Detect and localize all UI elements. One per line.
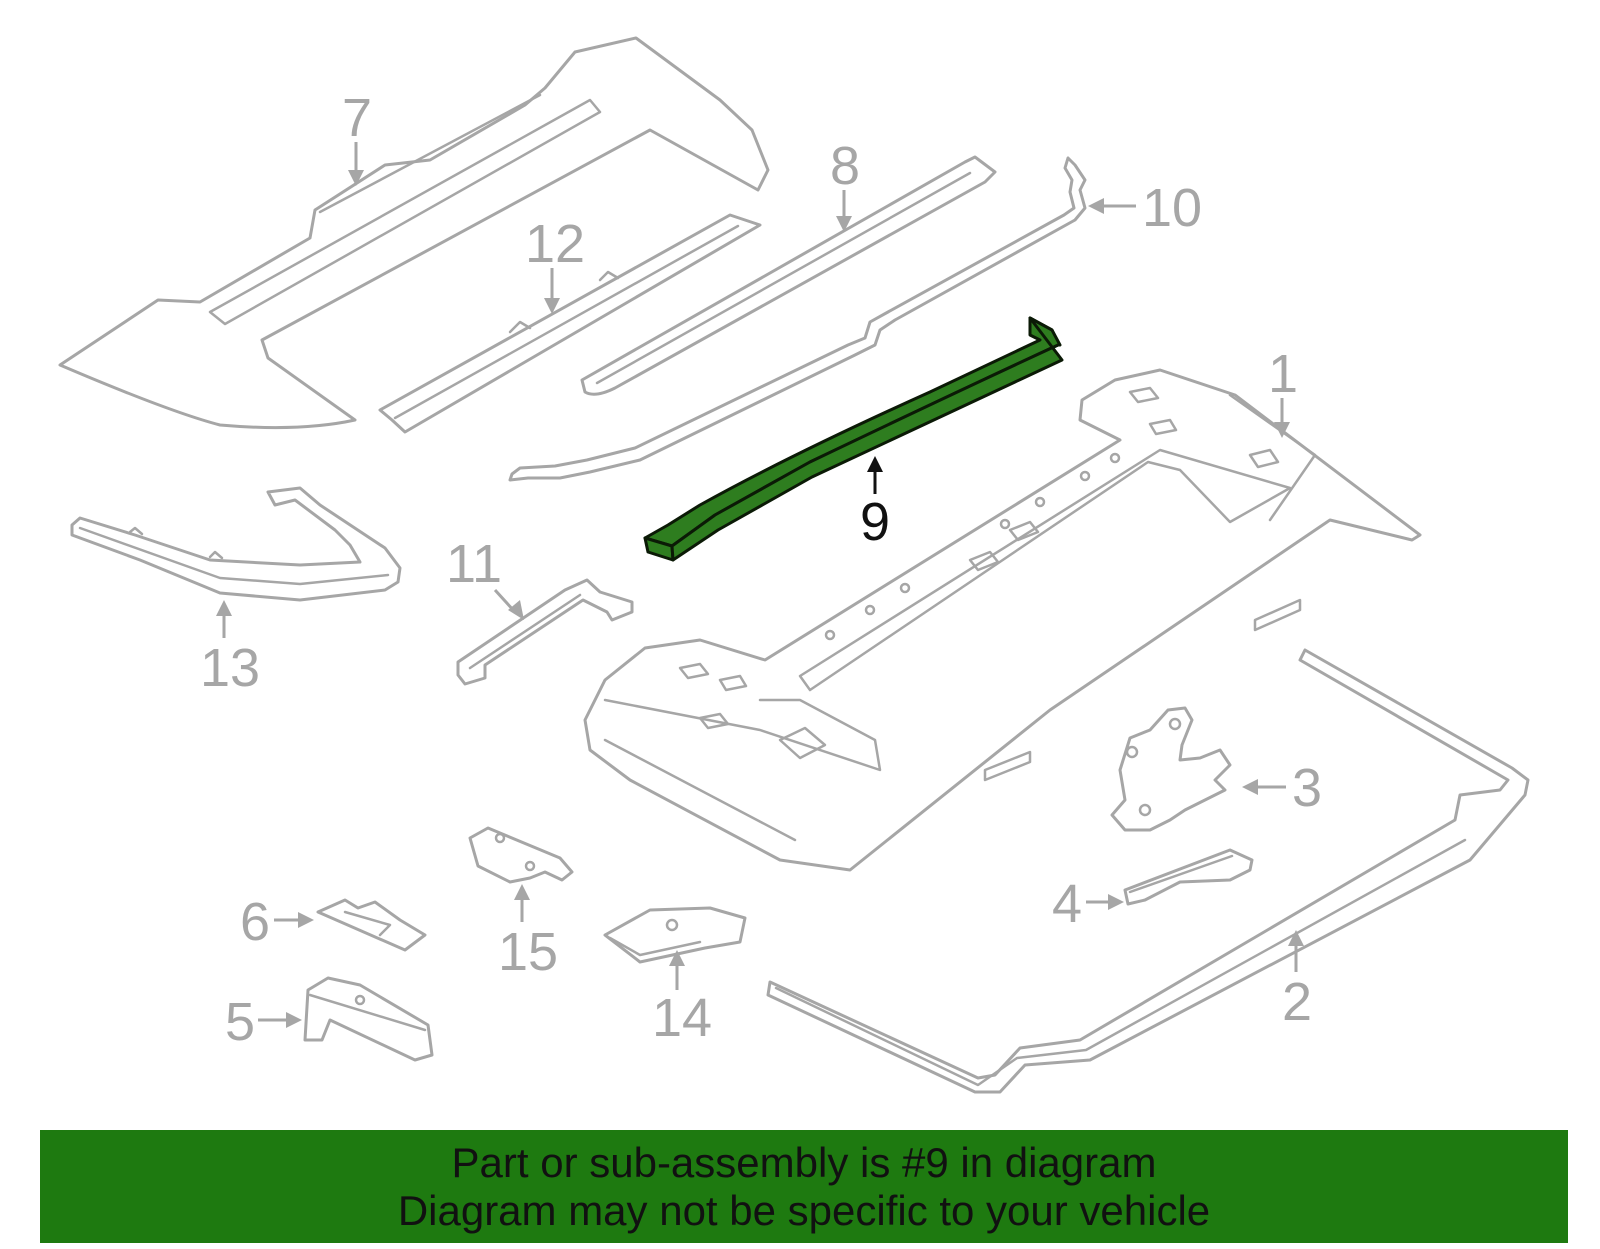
part-2-perimeter-seal: [766, 648, 1530, 1094]
callout-label-10: 10: [1142, 178, 1202, 238]
callout-14: 14: [652, 950, 712, 1048]
callout-label-5: 5: [225, 992, 255, 1052]
callout-label-11: 11: [446, 534, 502, 594]
callout-label-7: 7: [342, 88, 372, 148]
callout-label-14: 14: [652, 988, 712, 1048]
part-7-roof-panel: [58, 36, 770, 430]
part-12-front-rail: [378, 213, 762, 434]
part-8-seal-strip: [580, 155, 997, 396]
callout-4: 4: [1052, 874, 1124, 934]
callout-label-13: 13: [200, 638, 260, 698]
part-3-hinge-bracket: [1110, 706, 1232, 832]
callout-5: 5: [225, 992, 302, 1052]
callout-label-8: 8: [830, 136, 860, 196]
part-5-stop-bracket: [303, 976, 434, 1062]
part-10-gasket: [508, 156, 1087, 482]
callout-6: 6: [240, 892, 314, 952]
callout-3: 3: [1242, 758, 1322, 818]
part-15-bracket: [468, 826, 574, 884]
info-banner: Part or sub-assembly is #9 in diagram Di…: [40, 1130, 1568, 1243]
callout-label-9: 9: [860, 492, 890, 552]
part-11-bracket: [456, 578, 634, 686]
callout-label-4: 4: [1052, 874, 1082, 934]
part-9-highlighted-strip: [643, 316, 1064, 562]
parts-diagram: 7 8 10 12 1 9 11 13 3: [58, 36, 1530, 1094]
callout-label-1: 1: [1268, 344, 1298, 404]
callout-label-12: 12: [525, 214, 585, 274]
callout-label-2: 2: [1282, 972, 1312, 1032]
part-14-pad: [603, 906, 747, 964]
callout-7: 7: [342, 88, 372, 186]
part-6-plate: [316, 898, 427, 952]
callout-1: 1: [1268, 344, 1298, 438]
callout-11: 11: [446, 534, 524, 620]
part-1-roof-frame: [583, 368, 1422, 872]
callout-label-3: 3: [1292, 758, 1322, 818]
callout-2: 2: [1282, 930, 1312, 1032]
callout-13: 13: [200, 600, 260, 698]
part-13-front-frame: [70, 486, 402, 602]
callout-12: 12: [525, 214, 585, 314]
banner-line-1: Part or sub-assembly is #9 in diagram: [451, 1138, 1157, 1186]
callout-9[interactable]: 9: [860, 456, 890, 552]
callout-10: 10: [1088, 178, 1202, 238]
part-4-latch-plate: [1123, 848, 1254, 906]
banner-line-2: Diagram may not be specific to your vehi…: [397, 1186, 1211, 1234]
callout-label-15: 15: [498, 922, 558, 982]
callout-8: 8: [830, 136, 860, 232]
callout-label-6: 6: [240, 892, 270, 952]
callout-15: 15: [498, 884, 558, 982]
